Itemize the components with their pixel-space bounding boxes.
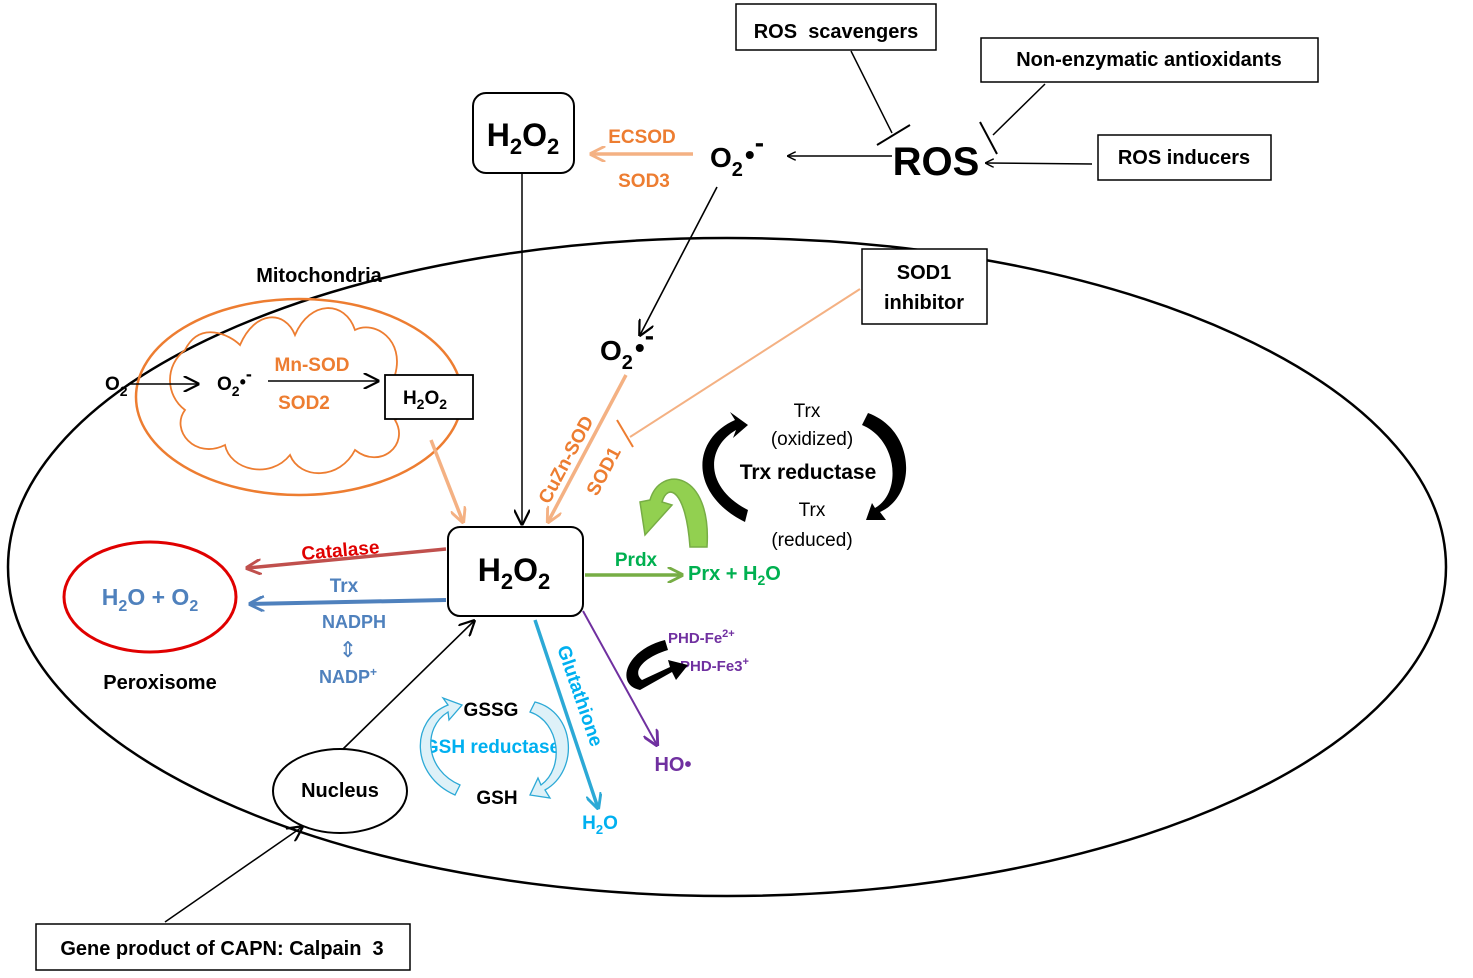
sod1-inhibitor-label-line2: inhibitor [884, 292, 964, 314]
mito-oxygen-label: O2 [105, 374, 128, 399]
calpain-to-nucleus-arrow [164, 827, 302, 923]
sod1-inhibitor-box [861, 248, 988, 325]
prdx-regeneration-arrow [639, 478, 708, 548]
sod1-inhibition-bar [616, 419, 634, 448]
gsh-cycle-right-arrow [529, 701, 569, 799]
sod2-label: SOD2 [278, 393, 330, 414]
catalase-arrow [247, 547, 447, 568]
sod1-inhibition-line [629, 288, 861, 438]
trx-blue-label: Trx [330, 576, 359, 597]
ros-inducers-box [1097, 134, 1272, 181]
reduced-label: (reduced) [771, 530, 852, 551]
nucleus [272, 748, 408, 834]
trx-peroxidase-arrow [250, 600, 447, 604]
svg-text:O2•-: O2•- [600, 320, 654, 374]
ros-scavengers-box [735, 3, 937, 51]
superoxide-influx-arrow [640, 186, 718, 335]
inducers-to-ros-arrow [986, 163, 1093, 164]
trx-reductase-label: Trx reductase [740, 461, 877, 484]
non-enzymatic-antioxidants-box [980, 37, 1319, 83]
peroxisome-label: Peroxisome [103, 672, 216, 694]
hydroxyl-radical-label: HO• [654, 754, 691, 776]
cuzn-sod-arrow [548, 374, 628, 522]
h2o2-extracellular-label: H2O2 [487, 117, 560, 159]
mito-h2o2-label: H2O2 [403, 388, 447, 412]
prx-water-label: Prx + H2O [688, 563, 781, 588]
water-label: H2O [582, 813, 618, 837]
calpain-label: Gene product of CAPN: Calpain 3 [60, 938, 383, 960]
mn-sod-label: Mn-SOD [275, 355, 350, 376]
superoxide-cytosol: O2•- [600, 320, 654, 374]
ecsod-label: ECSOD [608, 127, 676, 148]
non-enzymatic-antioxidants-label: Non-enzymatic antioxidants [1016, 49, 1282, 71]
mitochondria-cristae [169, 307, 413, 475]
nadp-label: NADP+ [319, 665, 377, 687]
antioxidant-inhibition-bar [979, 121, 998, 155]
glutathione-arrow [533, 619, 598, 808]
cell-membrane [6, 236, 1448, 898]
mito-superoxide-label: O2•- [217, 364, 252, 399]
oxidized-label: (oxidized) [771, 429, 853, 450]
peroxisome-products-label: H2O + O2 [102, 584, 199, 615]
prdx-label: Prdx [615, 550, 658, 571]
ros-scavengers-label: ROS scavengers [754, 21, 919, 43]
scavenger-inhibition-bar [876, 124, 911, 146]
phd-fe3-label: PHD-Fe3+ [680, 656, 749, 675]
gsh-label: GSH [476, 788, 517, 809]
gsh-cycle-left-arrow [419, 696, 464, 796]
sod3-label: SOD3 [618, 171, 670, 192]
h2o2-extracellular-box [472, 92, 575, 174]
nadph-nadp-exchange-icon: ⇕ [339, 637, 357, 662]
mito-h2o2-efflux-arrow [429, 439, 463, 522]
scavenger-inhibition-line [850, 50, 893, 134]
calpain-box [35, 923, 411, 971]
trx-reduced-label: Trx [799, 500, 826, 521]
trx-cycle-left-arrow [702, 412, 748, 522]
ros-label: ROS [893, 140, 980, 184]
peroxisome-membrane [62, 540, 238, 654]
catalase-label: Catalase [301, 537, 381, 565]
h2o2-cytosolic-box [447, 526, 584, 617]
ros-inducers-label: ROS inducers [1118, 147, 1250, 169]
trx-oxidized-label: Trx [794, 401, 821, 422]
nucleus-label: Nucleus [301, 780, 379, 802]
mitochondria-label: Mitochondria [256, 265, 382, 287]
svg-text:O2•-: O2•- [710, 127, 764, 181]
phd-fe2-label: PHD-Fe2+ [668, 628, 735, 647]
h2o2-cytosolic-label: H2O2 [478, 552, 551, 594]
nadph-label: NADPH [322, 612, 386, 632]
sod1-label: SOD1 [583, 443, 626, 499]
antioxidant-inhibition-line [992, 83, 1046, 136]
gssg-label: GSSG [464, 700, 519, 721]
sod1-inhibitor-label-line1: SOD1 [897, 262, 951, 284]
gsh-reductase-label: GSH reductase [424, 737, 560, 758]
superoxide-top: O2•- [710, 127, 764, 181]
mito-h2o2-box [384, 374, 474, 420]
fenton-arrow [582, 610, 657, 745]
nucleus-to-h2o2-arrow [342, 621, 474, 750]
trx-cycle-right-arrow [862, 413, 907, 520]
iron-redox-arrow [626, 640, 688, 690]
